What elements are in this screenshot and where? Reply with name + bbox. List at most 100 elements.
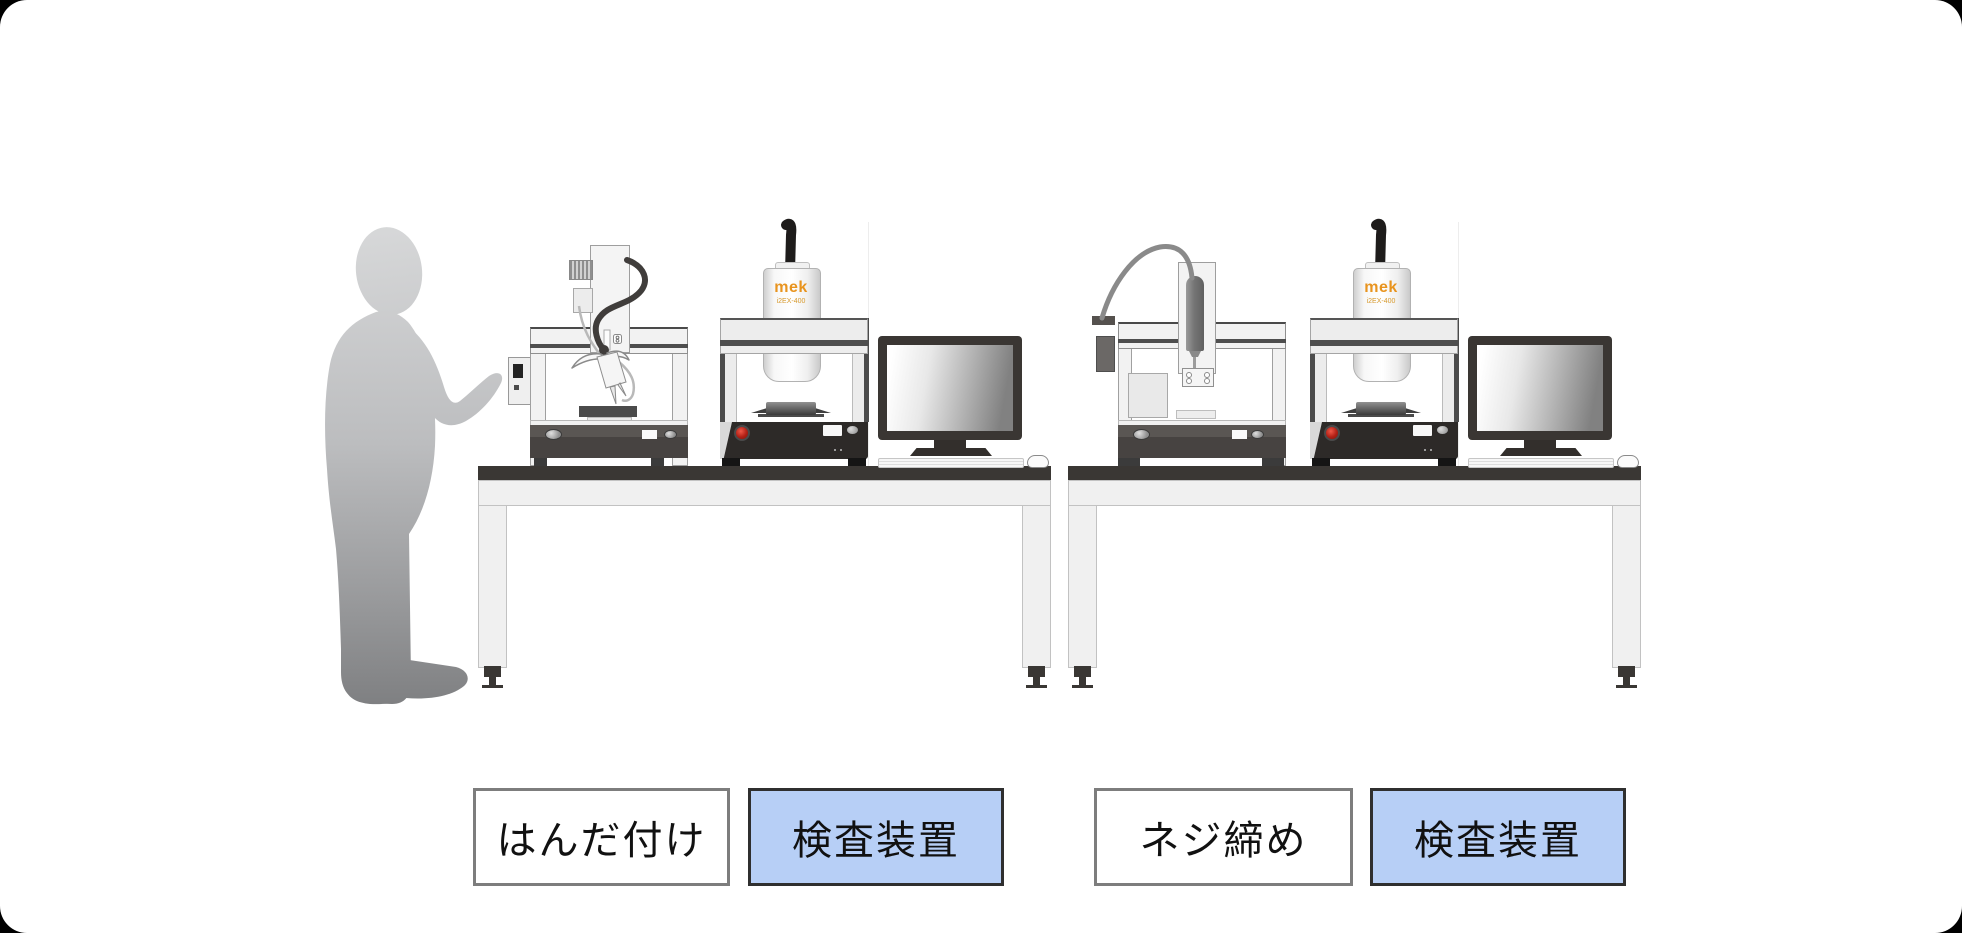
monitor-icon <box>1468 336 1639 468</box>
stage-wing <box>1405 408 1421 413</box>
workbench-top <box>478 466 1051 480</box>
base-dot <box>1424 449 1426 451</box>
emergency-stop-button <box>734 425 750 441</box>
workbench-leg <box>1612 480 1641 668</box>
camera-cable <box>781 218 797 277</box>
workbench-leg <box>478 480 507 668</box>
model-number: i2EX-400 <box>1366 298 1396 305</box>
pendant-button <box>514 385 519 390</box>
monitor-icon <box>878 336 1049 468</box>
machine-foot <box>722 458 740 466</box>
base-dot <box>1430 449 1432 451</box>
leveling-foot <box>1079 677 1086 685</box>
solder-head-detail <box>571 257 648 405</box>
gantry-crossbar <box>1310 318 1458 354</box>
monitor-neck <box>1524 440 1556 450</box>
stage-wing <box>815 408 831 413</box>
leveling-foot <box>1623 677 1630 685</box>
workbench-a <box>478 466 1051 688</box>
stage-wing <box>751 408 767 413</box>
workbench-apron <box>478 480 1051 506</box>
teach-pendant-panel <box>508 357 533 405</box>
worker-silhouette-icon <box>325 227 503 705</box>
workbench-leg <box>1022 480 1051 668</box>
leveling-foot <box>484 666 501 677</box>
label-screw-tightening: ネジ締め <box>1094 788 1353 886</box>
machine-foot <box>1118 458 1140 466</box>
leveling-foot <box>1028 666 1045 677</box>
base-dot <box>840 449 842 451</box>
stage-rail <box>1348 414 1414 417</box>
machine-foot <box>848 458 866 466</box>
machine-foot <box>1262 458 1284 466</box>
side-mount-bar <box>1092 316 1115 325</box>
leveling-foot <box>1033 677 1040 685</box>
device-base <box>720 422 868 459</box>
tool-bracket <box>1182 368 1214 387</box>
monitor-screen <box>887 345 1013 431</box>
stage-block <box>1356 402 1406 415</box>
camera-cable <box>1371 218 1387 277</box>
control-knob <box>1251 430 1264 439</box>
brand-logo: mek <box>1364 279 1398 296</box>
base-switch <box>642 430 657 439</box>
control-knob <box>1133 429 1150 440</box>
screwdriver-spindle <box>1186 276 1204 351</box>
stage-block <box>766 402 816 415</box>
stage-rail <box>758 414 824 417</box>
base-edge <box>1310 422 1322 459</box>
stage-wing <box>1341 408 1357 413</box>
base-switch <box>1232 430 1247 439</box>
screw-tightening-robot-icon <box>1090 240 1290 466</box>
spindle-taper <box>1189 351 1201 357</box>
control-knob <box>664 430 677 439</box>
pendant-display <box>513 364 523 378</box>
stepper-motor <box>569 260 593 280</box>
emergency-stop-button <box>1324 425 1340 441</box>
machine-foot <box>651 458 664 466</box>
keyboard <box>1468 458 1614 468</box>
label-inspection-a: 検査装置 <box>748 788 1004 886</box>
leveling-foot <box>482 685 503 688</box>
mouse <box>1027 455 1049 468</box>
base-edge <box>720 422 732 459</box>
stage-plate <box>1176 410 1216 419</box>
workbench-leg <box>1068 480 1097 668</box>
leveling-foot <box>1026 685 1047 688</box>
gantry-rail <box>1310 340 1458 346</box>
control-knob <box>545 429 562 440</box>
device-base <box>1310 422 1458 459</box>
inspection-camera-icon: mek i2EX-400 <box>718 218 870 466</box>
leveling-foot <box>1072 685 1093 688</box>
inspection-camera-icon: mek i2EX-400 <box>1308 218 1460 466</box>
leveling-foot <box>1074 666 1091 677</box>
mouse <box>1617 455 1639 468</box>
keyboard <box>878 458 1024 468</box>
soldering-robot-icon <box>508 244 690 466</box>
control-base <box>1118 425 1286 458</box>
base-dot <box>834 449 836 451</box>
gantry-rail <box>720 340 868 346</box>
base-knob <box>847 426 858 434</box>
monitor-neck <box>934 440 966 450</box>
gantry-crossbar <box>720 318 868 354</box>
machine-foot <box>534 458 547 466</box>
workpiece-box <box>1128 373 1168 418</box>
leveling-foot <box>1616 685 1637 688</box>
workbench-top <box>1068 466 1641 480</box>
control-base <box>530 425 688 458</box>
screwdriver-bit <box>1193 357 1196 374</box>
workbench-b <box>1068 466 1641 688</box>
base-switch <box>1413 425 1432 436</box>
leveling-foot <box>1618 666 1635 677</box>
label-soldering: はんだ付け <box>473 788 730 886</box>
machine-foot <box>1438 458 1456 466</box>
side-control-box <box>1096 336 1115 372</box>
label-inspection-b: 検査装置 <box>1370 788 1626 886</box>
monitor-screen <box>1477 345 1603 431</box>
work-stage <box>579 406 637 417</box>
leveling-foot <box>489 677 496 685</box>
spindle-cable <box>1099 244 1195 321</box>
solder-cable <box>592 257 648 353</box>
